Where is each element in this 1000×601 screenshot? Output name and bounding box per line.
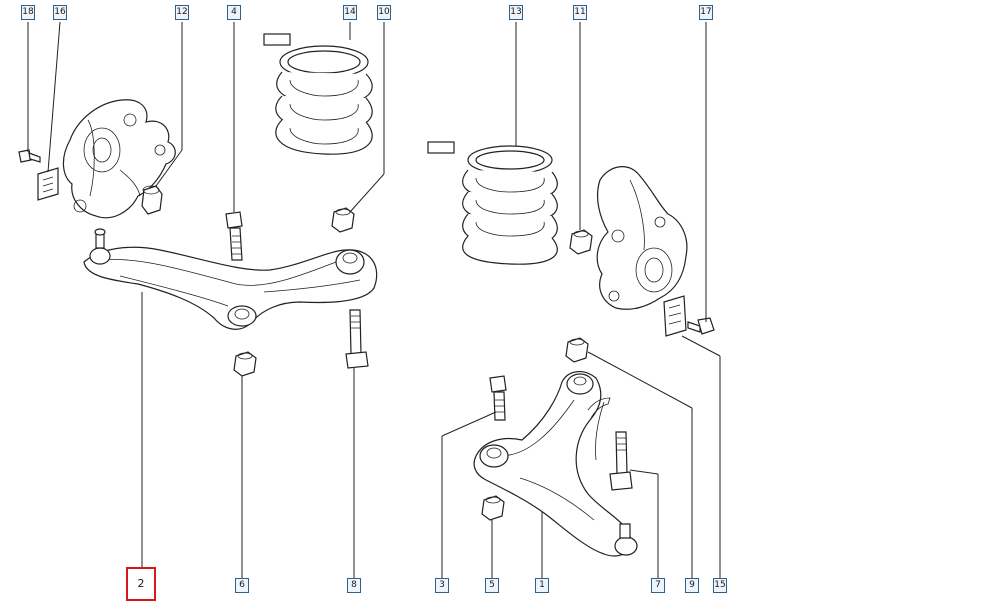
right-front-bushing-bolt <box>609 431 633 491</box>
callout-8[interactable]: 8 <box>347 578 361 593</box>
callout-6[interactable]: 6 <box>235 578 249 593</box>
callout-2-selected[interactable]: 2 <box>126 567 156 601</box>
left-coil-spring <box>263 33 373 155</box>
right-knuckle-bolt <box>687 317 715 335</box>
callout-4[interactable]: 4 <box>227 5 241 20</box>
left-steering-knuckle <box>62 99 176 219</box>
callout-12[interactable]: 12 <box>175 5 189 20</box>
callout-1[interactable]: 1 <box>535 578 549 593</box>
callout-9[interactable]: 9 <box>685 578 699 593</box>
leader-lines <box>27 21 721 578</box>
right-steering-knuckle <box>596 166 688 310</box>
callout-13[interactable]: 13 <box>509 5 523 20</box>
callout-15[interactable]: 15 <box>713 578 727 593</box>
callout-14[interactable]: 14 <box>343 5 357 20</box>
right-front-bushing-nut <box>565 337 589 363</box>
callout-17[interactable]: 17 <box>699 5 713 20</box>
callout-3[interactable]: 3 <box>435 578 449 593</box>
right-rear-bushing-nut <box>481 495 505 521</box>
right-coil-spring <box>427 141 558 265</box>
left-rear-bushing-bolt <box>225 211 243 261</box>
left-abs-sensor-bracket <box>37 167 59 201</box>
right-lower-control-arm <box>473 371 638 557</box>
left-knuckle-bolt <box>18 149 41 163</box>
right-balljoint-nut <box>569 229 593 255</box>
right-abs-sensor-bracket <box>663 295 687 337</box>
callout-10[interactable]: 10 <box>377 5 391 20</box>
right-rear-bushing-bolt <box>489 375 507 421</box>
left-rear-bushing-nut <box>233 351 257 377</box>
left-front-bushing-bolt <box>345 309 369 369</box>
callout-7[interactable]: 7 <box>651 578 665 593</box>
callout-16[interactable]: 16 <box>53 5 67 20</box>
left-balljoint-nut <box>141 185 163 215</box>
callout-5[interactable]: 5 <box>485 578 499 593</box>
callout-11[interactable]: 11 <box>573 5 587 20</box>
left-lower-control-arm <box>83 228 378 330</box>
callout-18[interactable]: 18 <box>21 5 35 20</box>
